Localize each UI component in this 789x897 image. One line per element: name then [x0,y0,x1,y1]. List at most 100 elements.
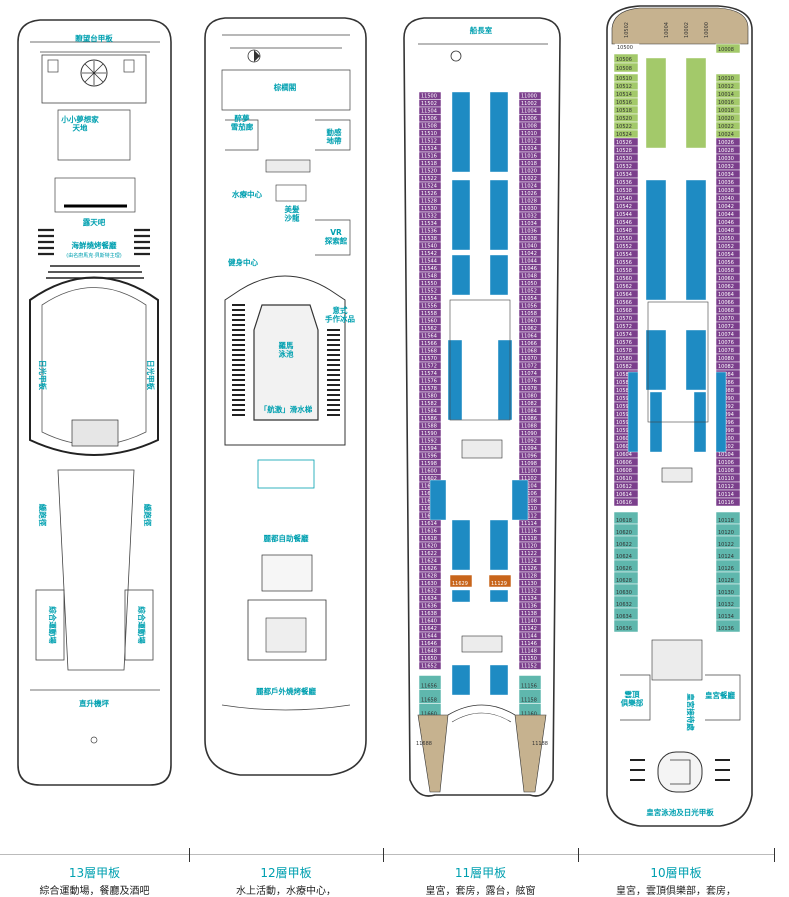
cabin-11642-number: 11642 [421,626,437,632]
deck11-subtitle: 皇宮，套房，露台，舷窗 [425,886,536,897]
cabin-11600-number: 11600 [421,468,437,474]
label-captain: 船長室 [470,25,493,35]
label-sports-right: 綜合運動場 [137,606,147,644]
cabin-11144-number: 11144 [521,633,537,639]
footer-divider [383,848,384,862]
cabin-10022-number: 10022 [718,124,734,130]
label-sunbath-left: 日光甲板 [38,360,48,390]
cabin-10598-number: 10598 [616,428,632,434]
cabin-11554-number: 11554 [421,296,437,302]
cabin-11538-number: 11538 [421,236,437,242]
label-palm-court: 棕櫚閣 [273,82,297,92]
inside-cabin-block [451,254,471,296]
cabin-11562-number: 11562 [421,326,437,332]
deck13-stair-core [71,419,119,447]
deck10-fwd-suite-area [611,7,749,45]
cabin-11032-number: 11032 [521,213,537,219]
suite-10004-number: 10004 [664,22,670,38]
cabin-11572-number: 11572 [421,363,437,369]
cabin-10510-number: 10510 [616,76,632,82]
suite-10508 [613,62,639,73]
cabin-10060-number: 10060 [718,276,734,282]
cabin-11612-number: 11612 [421,513,437,519]
deck13-dome-grid [82,61,106,85]
haven-10136 [715,619,741,633]
inside-cabin-block [685,179,707,301]
inside-cabin-block [685,57,707,149]
inside-cabin-block [511,479,529,521]
haven-10130-number: 10130 [718,590,734,596]
cabin-11502-number: 11502 [421,101,437,107]
cabin-11018-number: 11018 [521,161,537,167]
label-little-dreamers: 小小夢想家天地 [61,114,99,133]
cabin-11512-number: 11512 [421,138,437,144]
inside-cabin-block [451,91,471,173]
inside-cabin-block [489,254,509,296]
deck13-dome [80,59,108,87]
cabin-10030-number: 10030 [718,156,734,162]
cabin-11068-number: 11068 [521,348,537,354]
cabin-11132-number: 11132 [521,588,537,594]
cabin-10054-number: 10054 [718,252,734,258]
cabin-11136-number: 11136 [521,603,537,609]
cabin-11568-number: 11568 [421,348,437,354]
footer-divider [578,848,579,862]
cabin-11640-number: 11640 [421,618,437,624]
cabin-11602-number: 11602 [421,476,437,482]
deck12-fwd-lines [222,34,350,49]
cabin-11552-number: 11552 [421,288,437,294]
cabin-11590-number: 11590 [421,431,437,437]
cabin-11034-number: 11034 [521,221,537,227]
cabin-10574-number: 10574 [616,332,632,338]
cabin-11616-number: 11616 [421,528,437,534]
cabin-10522-number: 10522 [616,124,632,130]
cabin-10082-number: 10082 [718,364,734,370]
deck10-subtitle: 皇宮，雲頂俱樂部，套房， [616,886,736,897]
cabin-11630-number: 11630 [421,581,437,587]
label-sky-deck: 瞭望台甲板 [75,33,113,43]
label-fitness: 健身中心 [228,257,258,267]
label-seafood-grill: 海鮮燒烤餐廳 [72,240,117,250]
cabin-11530-number: 11530 [421,206,437,212]
cabin-10026-number: 10026 [718,140,734,146]
inside-cabin-block [451,589,471,603]
cabin-10052-number: 10052 [718,244,734,250]
cabin-10520-number: 10520 [616,116,632,122]
deck10-stair [661,467,693,483]
cabin-11532-number: 11532 [421,213,437,219]
haven-10132-number: 10132 [718,602,734,608]
suite-11158-number: 11158 [521,697,537,703]
cabin-10108-number: 10108 [718,468,734,474]
deck11-stair-2 [461,635,503,653]
cabin-11048-number: 11048 [521,273,537,279]
deck12-restrooms [257,459,315,489]
cabin-11152-number: 11152 [521,663,537,669]
cabin-11008-number: 11008 [521,123,537,129]
cabin-11030-number: 11030 [521,206,537,212]
suite-10002-number: 10002 [684,22,690,38]
deck10-haven-pool [657,751,703,793]
deck10-haven-stair [651,639,703,681]
cabin-10580-number: 10580 [616,356,632,362]
cabin-11564-number: 11564 [421,333,437,339]
cabin-11088-number: 11088 [521,423,537,429]
cabin-10062-number: 10062 [718,284,734,290]
inside-cabin-block [489,589,509,603]
cabin-11504-number: 11504 [421,108,437,114]
label-seafood-grill-note: (由名廚馬克·貝斯特主理) [66,252,122,259]
cabin-10578-number: 10578 [616,348,632,354]
cabin-10534-number: 10534 [616,172,632,178]
cabin-11062-number: 11062 [521,326,537,332]
cabin-10572-number: 10572 [616,324,632,330]
cabin-10064-number: 10064 [718,292,734,298]
deck10-core [647,301,709,423]
cabin-11622-number: 11622 [421,551,437,557]
cabin-11566-number: 11566 [421,341,437,347]
cabin-11506-number: 11506 [421,116,437,122]
cabin-10112-number: 10112 [718,484,734,490]
cabin-11000-number: 11000 [521,93,537,99]
cabin-11636-number: 11636 [421,603,437,609]
suite-10000-number: 10000 [704,22,710,38]
suite-11658-number: 11658 [421,697,437,703]
cabin-11076-number: 11076 [521,378,537,384]
